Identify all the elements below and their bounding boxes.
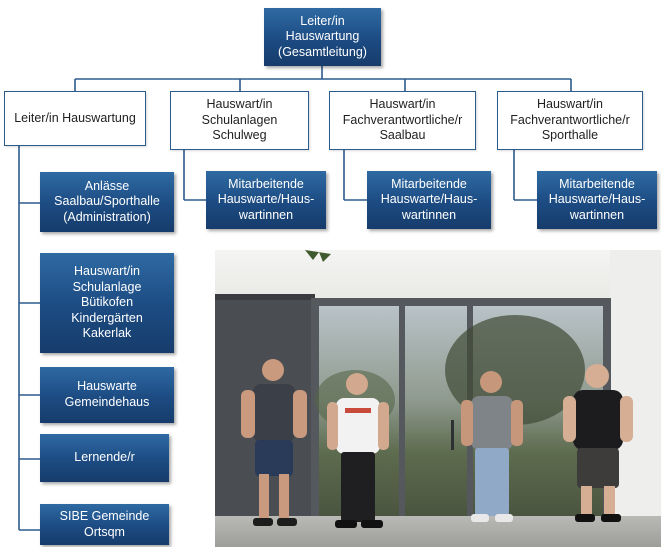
team-photo-illustration [215,250,661,547]
box-line: Schulanlagen [201,112,278,127]
box-line: Kakerlak [82,326,132,341]
box-line: wartinnen [238,207,294,222]
box-line: Hauswart/in [537,97,603,112]
box-line: Hauswart/in [206,97,273,112]
box-line: Leiter/in Hauswartung [14,110,136,125]
org-box-schulanlage-buetikofen: Hauswart/in Schulanlage Bütikofen Kinder… [40,253,174,353]
box-line: Hauswarte/Haus- [217,192,315,207]
box-line: Saalbau [379,128,426,143]
org-box-mitarbeitende-schulanlagen: Mitarbeitende Hauswarte/Haus- wartinnen [206,171,326,229]
box-line: Hauswarte/Haus- [548,192,646,207]
org-box-anlaesse: Anlässe Saalbau/Sporthalle (Administrati… [40,172,174,232]
box-line: Hauswarte/Haus- [380,192,478,207]
box-line: Bütikofen [80,295,134,310]
box-line: Mitarbeitende [228,176,304,191]
person-1 [241,359,307,526]
box-line: Saalbau/Sporthalle [54,194,160,209]
org-box-gesamtleitung: Leiter/in Hauswartung (Gesamtleitung) [264,8,381,66]
person-2 [327,373,389,528]
org-box-schulanlagen: Hauswart/in Schulanlagen Schulweg [170,91,309,150]
box-line: Schulanlage [72,279,142,294]
box-line: Lernende/r [74,450,135,465]
box-line: Hauswartung [285,29,360,44]
box-line: (Administration) [63,209,151,224]
box-line: wartinnen [401,207,457,222]
box-line: Mitarbeitende [391,176,467,191]
box-line: Hauswarte [77,379,137,394]
org-box-sporthalle: Hauswart/in Fachverantwortliche/r Sporth… [497,91,643,150]
box-line: (Gesamtleitung) [278,44,367,59]
box-line: Anlässe [84,178,130,193]
box-line: Kindergärten [71,310,143,325]
person-3 [461,371,523,522]
box-line: Leiter/in [300,13,345,28]
box-line: Ortsqm [84,524,125,539]
org-box-saalbau: Hauswart/in Fachverantwortliche/r Saalba… [329,91,476,150]
box-line: Sporthalle [541,128,599,143]
box-line: Fachverantwortliche/r [342,112,463,127]
box-line: Mitarbeitende [559,176,635,191]
box-line: Gemeindehaus [64,395,150,409]
box-line: wartinnen [569,207,625,222]
org-box-sibe: SIBE Gemeinde Ortsqm [40,504,169,545]
person-4 [563,364,633,522]
team-photo [215,250,661,547]
box-line: Schulweg [212,128,267,143]
box-line: Hauswart/in [74,263,140,278]
box-line: Fachverantwortliche/r [510,112,630,127]
org-box-gemeindehaus: Hauswarte Gemeindehaus [40,367,174,423]
org-box-mitarbeitende-saalbau: Mitarbeitende Hauswarte/Haus- wartinnen [367,171,491,229]
org-box-mitarbeitende-sporthalle: Mitarbeitende Hauswarte/Haus- wartinnen [537,171,657,229]
org-box-leiter-hauswartung: Leiter/in Hauswartung [4,91,146,146]
box-line: SIBE Gemeinde [59,508,150,523]
box-line: Hauswart/in [369,97,436,112]
org-box-lernende: Lernende/r [40,434,169,482]
